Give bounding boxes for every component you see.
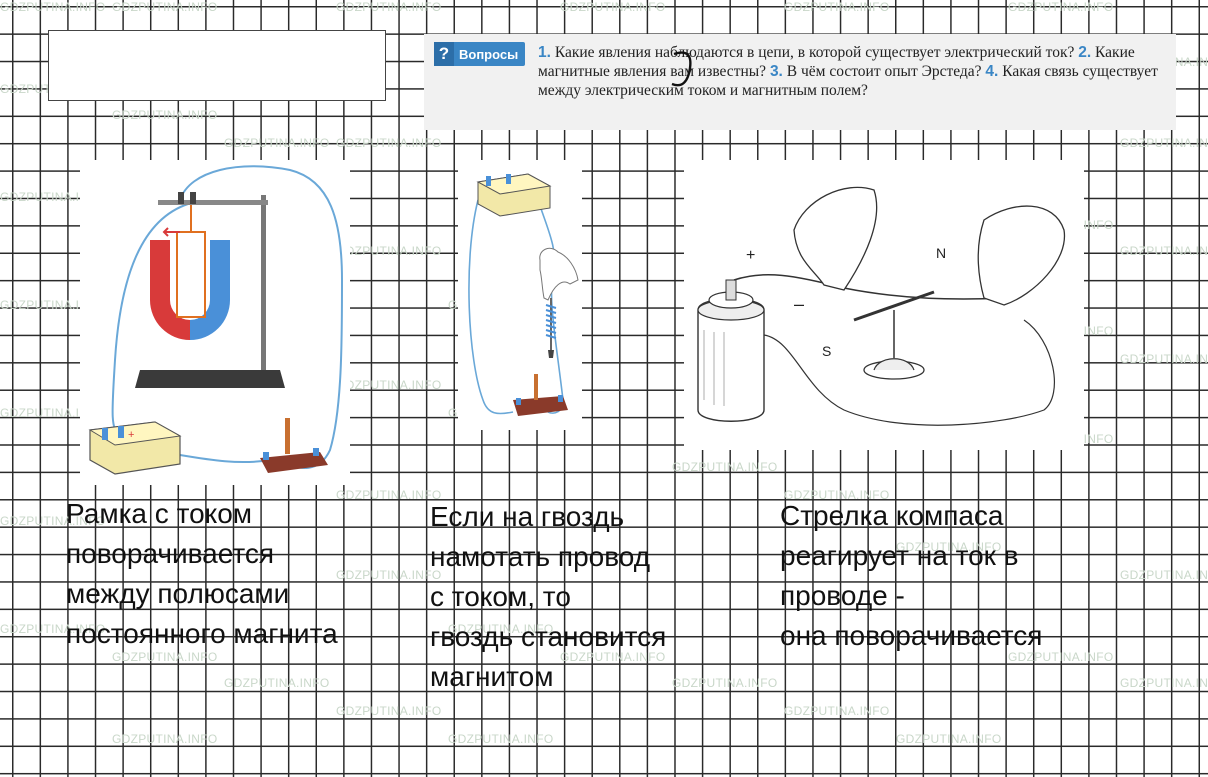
question-number: 1. bbox=[538, 44, 551, 61]
watermark: GDZPUTINA.INFO bbox=[0, 406, 106, 420]
watermark: GDZPUTINA.INFO bbox=[336, 0, 442, 14]
caption-line: Рамка с током bbox=[66, 498, 253, 529]
watermark: GDZPUTINA.INFO bbox=[896, 732, 1002, 746]
watermark: GDZPUTINA.INFO bbox=[336, 568, 442, 582]
watermark: GDZPUTINA.INFO bbox=[1120, 136, 1208, 150]
watermark: GDZPUTINA.INFO bbox=[1008, 650, 1114, 664]
caption-line: с током, то bbox=[430, 581, 571, 612]
watermark: GDZPUTINA.INFO bbox=[0, 0, 106, 14]
watermark: GDZPUTINA.INFO bbox=[784, 704, 890, 718]
watermark: GDZPUTINA.INFO bbox=[224, 676, 330, 690]
watermark: GDZPUTINA.INFO bbox=[672, 460, 778, 474]
minus-label: – bbox=[794, 294, 804, 314]
watermark: GDZPUTINA.INFO bbox=[1120, 676, 1208, 690]
caption-line: она поворачивается bbox=[780, 620, 1043, 651]
question-number: 4. bbox=[985, 63, 999, 80]
handwritten-mark bbox=[671, 51, 692, 87]
battery-sign: + bbox=[128, 429, 134, 441]
watermark: GDZPUTINA.INFO bbox=[336, 244, 442, 258]
caption-nail: Если на гвоздь намотать провод с током, … bbox=[430, 497, 666, 697]
questions-badge-label: Вопросы bbox=[459, 46, 519, 62]
watermark: GDZPUTINA.INFO bbox=[672, 676, 778, 690]
caption-compass: Стрелка компаса реагирует на ток в прово… bbox=[780, 496, 1042, 656]
watermark: GDZPUTINA.INFO bbox=[224, 136, 330, 150]
watermark: GDZPUTINA.INFO bbox=[0, 190, 106, 204]
watermark: GDZPUTINA.INFO bbox=[112, 108, 218, 122]
south-label: S bbox=[822, 343, 831, 359]
watermark: GDZPUTINA.INFO bbox=[1120, 352, 1208, 366]
caption-line: между полюсами bbox=[66, 578, 290, 609]
watermark: GDZPUTINA.INFO bbox=[560, 650, 666, 664]
question-number: 2. bbox=[1078, 44, 1092, 61]
caption-line: магнитом bbox=[430, 661, 554, 692]
caption-line: гвоздь становится bbox=[430, 621, 667, 652]
questions-badge: ? Вопросы bbox=[434, 42, 526, 66]
question-text: Какие явления наблюдаются в цепи, в кото… bbox=[554, 44, 1075, 61]
question-text: Какая связь существует между электрическ… bbox=[538, 63, 1158, 99]
watermark: GDZPUTINA.INFO bbox=[112, 732, 218, 746]
caption-line: поворачивается bbox=[66, 538, 275, 569]
caption-line: Стрелка компаса bbox=[780, 500, 1004, 531]
watermark: GDZPUTINA.INFO bbox=[448, 732, 554, 746]
caption-line: постоянного магнита bbox=[66, 618, 338, 649]
watermark: GDZPUTINA.INFO bbox=[0, 514, 106, 528]
caption-line: Если на гвоздь bbox=[430, 501, 625, 532]
watermark: GDZPUTINA.INFO bbox=[336, 378, 442, 392]
oersted-experiment-illustration: + – N S bbox=[684, 160, 1084, 450]
watermark: GDZPUTINA.INFO bbox=[112, 650, 218, 664]
watermark: GDZPUTINA.INFO bbox=[112, 0, 218, 14]
watermark: GDZPUTINA.INFO bbox=[0, 298, 106, 312]
watermark: GDZPUTINA.INFO bbox=[336, 704, 442, 718]
watermark: GDZPUTINA.INFO bbox=[336, 136, 442, 150]
watermark: GDZPUTINA.INFO bbox=[560, 0, 666, 14]
watermark: GDZPUTINA.INFO bbox=[1120, 568, 1208, 582]
watermark: GDZPUTINA.INFO bbox=[896, 540, 1002, 554]
question-number: 3. bbox=[769, 63, 783, 80]
watermark: GDZPUTINA.INFO bbox=[0, 622, 106, 636]
caption-frame: Рамка с током поворачивается между полюс… bbox=[66, 494, 338, 654]
caption-line: реагирует на ток в bbox=[780, 540, 1019, 571]
watermark: GDZPUTINA.INFO bbox=[336, 488, 442, 502]
plus-label: + bbox=[746, 247, 755, 264]
watermark: GDZPUTINA.INFO bbox=[1120, 244, 1208, 258]
question-text: В чём состоит опыт Эрстеда? bbox=[786, 63, 982, 80]
watermark: GDZPUTINA.INFO bbox=[784, 0, 890, 14]
caption-line: намотать провод bbox=[430, 541, 651, 572]
questions-panel: ? Вопросы 1. Какие явления наблюдаются в… bbox=[424, 34, 1176, 130]
watermark: GDZPUTINA.INFO bbox=[784, 488, 890, 502]
north-label: N bbox=[936, 245, 946, 261]
frame-magnet-illustration: + bbox=[80, 160, 350, 485]
name-box bbox=[48, 30, 386, 101]
question-text: Какие магнитные явления вам известны? bbox=[538, 44, 1135, 80]
nail-electromagnet-illustration bbox=[458, 160, 582, 430]
question-mark-icon: ? bbox=[434, 42, 454, 66]
watermark: GDZPUTINA.INFO bbox=[448, 622, 554, 636]
watermark: GDZPUTINA.INFO bbox=[1008, 0, 1114, 14]
questions-text: 1. Какие явления наблюдаются в цепи, в к… bbox=[538, 43, 1168, 100]
caption-line: проводе - bbox=[780, 580, 905, 611]
